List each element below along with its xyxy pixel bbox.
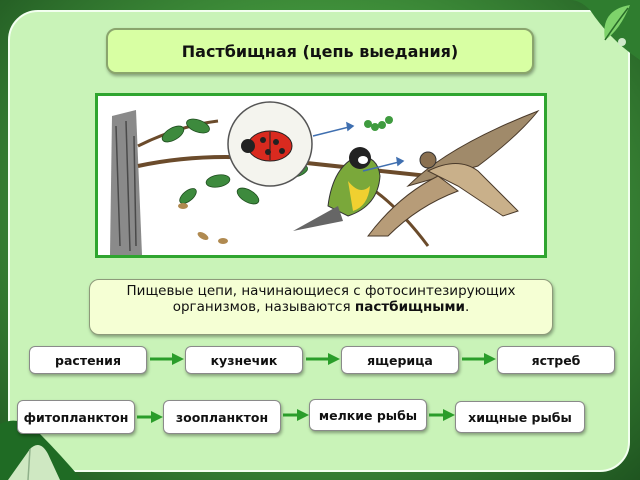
chain-1-item: ястреб bbox=[497, 346, 615, 374]
chain-1-item: ящерица bbox=[341, 346, 459, 374]
arrow-right-icon bbox=[137, 411, 163, 423]
slide-title: Пастбищная (цепь выедания) bbox=[106, 28, 534, 74]
chain-1-item: кузнечик bbox=[185, 346, 303, 374]
arrow-right-icon bbox=[429, 409, 455, 421]
definition-end: . bbox=[465, 299, 470, 315]
arrow-right-icon bbox=[283, 409, 309, 421]
hawk-icon bbox=[366, 109, 540, 237]
chain-2-item: хищные рыбы bbox=[455, 401, 585, 433]
arrow-right-icon bbox=[306, 353, 340, 365]
ladybug-icon bbox=[241, 130, 293, 162]
arrow-right-icon bbox=[462, 353, 496, 365]
chain-2-item: фитопланктон bbox=[17, 400, 135, 434]
chain-2-item: зоопланктон bbox=[163, 400, 281, 434]
titmouse-bird-icon bbox=[293, 147, 381, 231]
chain-1-item: растения bbox=[29, 346, 147, 374]
arrow-right-icon bbox=[150, 353, 184, 365]
chain-2-item: мелкие рыбы bbox=[309, 399, 427, 431]
definition-term: пастбищными bbox=[354, 299, 465, 315]
leaf-decoration-icon bbox=[570, 0, 640, 60]
food-chain-illustration bbox=[95, 93, 547, 258]
definition-text: Пищевые цепи, начинающиеся с фотосинтези… bbox=[126, 283, 516, 315]
caterpillar-icon bbox=[364, 116, 393, 131]
leaf-corner-icon bbox=[0, 420, 82, 480]
definition-textbox: Пищевые цепи, начинающиеся с фотосинтези… bbox=[89, 279, 553, 335]
